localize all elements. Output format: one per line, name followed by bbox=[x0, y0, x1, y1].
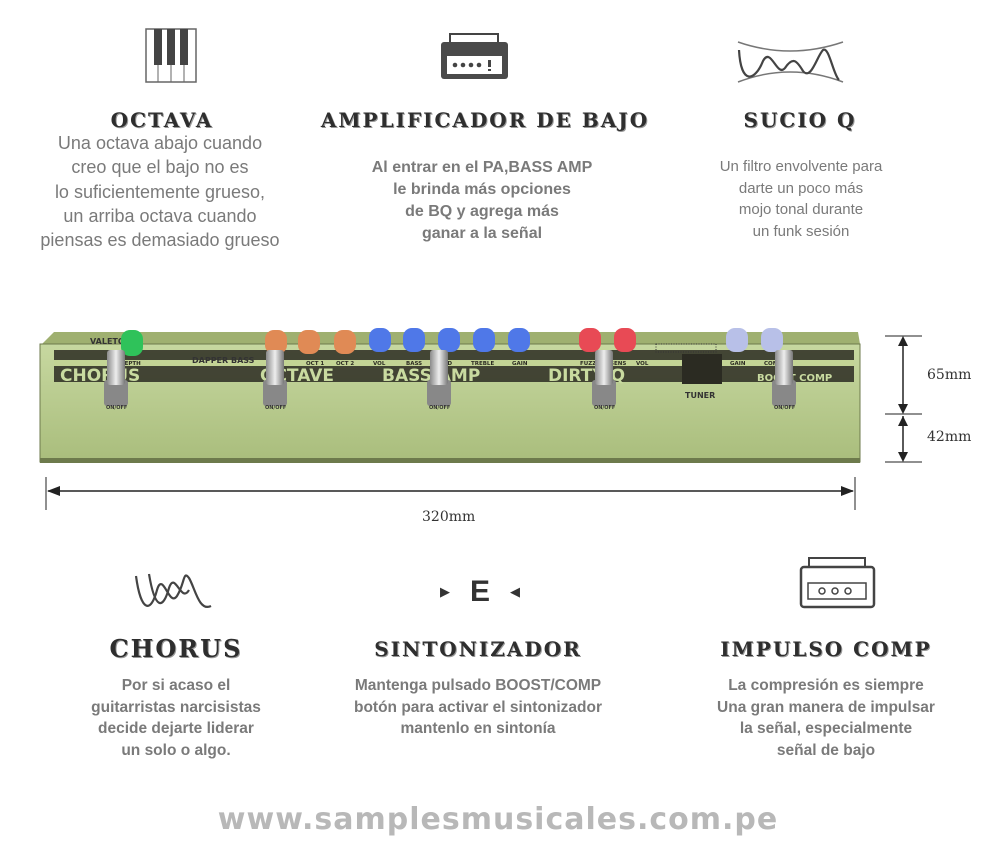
dimension-width: 320mm bbox=[422, 509, 476, 525]
feature-desc-chorus: Por si acaso el guitarristas narcisistas… bbox=[91, 675, 261, 761]
boost-amp-icon bbox=[799, 557, 876, 609]
amplifier-icon bbox=[441, 33, 508, 79]
desc-line: creo que el bajo no es bbox=[71, 157, 249, 178]
knob-dirt-vol[interactable] bbox=[614, 328, 636, 352]
feature-title-sucio-q: SUCIO Q bbox=[743, 108, 857, 132]
desc-line: Por si acaso el bbox=[121, 677, 231, 694]
knob-oct1[interactable] bbox=[298, 330, 320, 354]
tuner-label: TUNER bbox=[685, 391, 715, 400]
knob-mid[interactable] bbox=[438, 328, 460, 352]
switch-label: ON/OFF bbox=[774, 405, 795, 411]
tuner-icon: ▶ E ◀ bbox=[440, 575, 520, 608]
knob-oct2[interactable] bbox=[334, 330, 356, 354]
knob-boost-gain[interactable] bbox=[726, 328, 748, 352]
feature-title-chorus: CHORUS bbox=[109, 634, 243, 663]
desc-line: señal de bajo bbox=[776, 741, 876, 759]
desc-line: mantenlo en sintonía bbox=[400, 720, 556, 737]
feature-title-bass-amp: AMPLIFICADOR DE BAJO bbox=[320, 108, 650, 132]
feature-desc-sucio-q: Un filtro envolvente para darte un poco … bbox=[720, 156, 883, 242]
desc-line: decide dejarte liderar bbox=[98, 720, 254, 737]
knob-label: GAIN bbox=[512, 361, 528, 367]
knob-gain[interactable] bbox=[508, 328, 530, 352]
desc-line: botón para activar el sintonizador bbox=[353, 698, 603, 716]
knob-depth[interactable] bbox=[121, 330, 143, 356]
switch-label: ON/OFF bbox=[106, 405, 127, 411]
desc-line: Una gran manera de impulsar bbox=[717, 698, 935, 716]
footswitch-bass-amp[interactable] bbox=[427, 350, 451, 406]
knob-bass[interactable] bbox=[403, 328, 425, 352]
footswitch-boost-comp[interactable] bbox=[772, 350, 796, 406]
feature-desc-octava: Una octava abajo cuando creo que el bajo… bbox=[40, 131, 279, 252]
knob-leds bbox=[121, 328, 783, 356]
desc-line: Mantenga pulsado BOOST/COMP bbox=[354, 677, 602, 694]
desc-line: darte un poco más bbox=[738, 179, 864, 197]
dimension-arrows bbox=[45, 335, 922, 510]
desc-line: le brinda más opciones bbox=[393, 181, 571, 198]
desc-line: guitarristas narcisistas bbox=[91, 698, 261, 716]
desc-line: lo suficientemente grueso, bbox=[54, 181, 266, 202]
desc-line: de BQ y agrega más bbox=[405, 203, 559, 220]
desc-line: ganar a la señal bbox=[421, 225, 543, 242]
left-triangle-icon: ◀ bbox=[509, 584, 520, 599]
desc-line: Al entrar en el PA,BASS AMP bbox=[371, 159, 593, 176]
switch-label: ON/OFF bbox=[594, 405, 615, 411]
knob-treble[interactable] bbox=[473, 328, 495, 352]
desc-line: Un filtro envolvente para bbox=[719, 158, 883, 175]
switch-label: ON/OFF bbox=[265, 405, 286, 411]
feature-desc-bass-amp: Al entrar en el PA,BASS AMP le brinda má… bbox=[372, 157, 593, 245]
feature-title-sintonizador: SINTONIZADOR bbox=[374, 637, 582, 661]
dimension-depth: 42mm bbox=[927, 429, 972, 445]
desc-line: Una octava abajo cuando bbox=[57, 133, 263, 153]
desc-line: mojo tonal durante bbox=[738, 201, 864, 218]
footswitch-dirty-q[interactable] bbox=[592, 350, 616, 406]
desc-line: un solo o algo. bbox=[121, 741, 231, 759]
knob-label: DEPTH bbox=[120, 361, 141, 367]
knob-sens[interactable] bbox=[579, 328, 601, 352]
tuner-note-letter: E bbox=[469, 575, 490, 608]
chorus-wave-icon bbox=[134, 573, 212, 609]
knob-label: COMP bbox=[764, 361, 782, 367]
switch-label: ON/OFF bbox=[429, 405, 450, 411]
knob-label: VOL bbox=[373, 361, 386, 367]
desc-line: la señal, especialmente bbox=[739, 720, 913, 737]
envelope-filter-wave-icon bbox=[737, 41, 844, 83]
pedal-image: VALETON DAPPER BASS CHORUS OCTAVE BASS A… bbox=[39, 328, 861, 463]
feature-desc-impulso-comp: La compresión es siempre Una gran manera… bbox=[717, 675, 935, 761]
desc-line: un arriba octava cuando bbox=[63, 205, 257, 226]
dimension-height: 65mm bbox=[927, 367, 972, 383]
website-watermark[interactable]: www.samplesmusicales.com.pe bbox=[217, 802, 779, 837]
footswitch-octave[interactable] bbox=[263, 350, 287, 406]
pedal-brand: VALETON bbox=[90, 337, 131, 346]
pedal-model: DAPPER BASS bbox=[192, 356, 255, 365]
knob-label: FUZZ bbox=[580, 361, 596, 367]
feature-title-octava: OCTAVA bbox=[110, 108, 214, 132]
desc-line: La compresión es siempre bbox=[728, 677, 924, 694]
right-triangle-icon: ▶ bbox=[440, 584, 450, 599]
desc-line: un funk sesión bbox=[752, 222, 850, 240]
knob-label: VOL bbox=[636, 361, 649, 367]
knob-label: GAIN bbox=[730, 361, 746, 367]
knob-label: OCT 1 bbox=[306, 361, 324, 367]
feature-title-impulso-comp: IMPULSO COMP bbox=[720, 637, 932, 661]
knob-label: TREBLE bbox=[471, 361, 494, 367]
footswitches bbox=[104, 350, 796, 406]
piano-keys-icon bbox=[145, 28, 197, 83]
knob-label: SENS bbox=[610, 361, 626, 367]
section-boost-comp: BOOST COMP bbox=[757, 373, 832, 384]
desc-line: piensas es demasiado grueso bbox=[40, 230, 280, 251]
knob-vol[interactable] bbox=[369, 328, 391, 352]
footswitch-chorus[interactable] bbox=[104, 350, 128, 406]
feature-desc-sintonizador: Mantenga pulsado BOOST/COMP botón para a… bbox=[354, 675, 602, 740]
knob-oct-dry[interactable] bbox=[265, 330, 287, 354]
knob-label: OCT 2 bbox=[336, 361, 354, 367]
knob-label: BASS bbox=[406, 361, 422, 367]
knob-comp[interactable] bbox=[761, 328, 783, 352]
